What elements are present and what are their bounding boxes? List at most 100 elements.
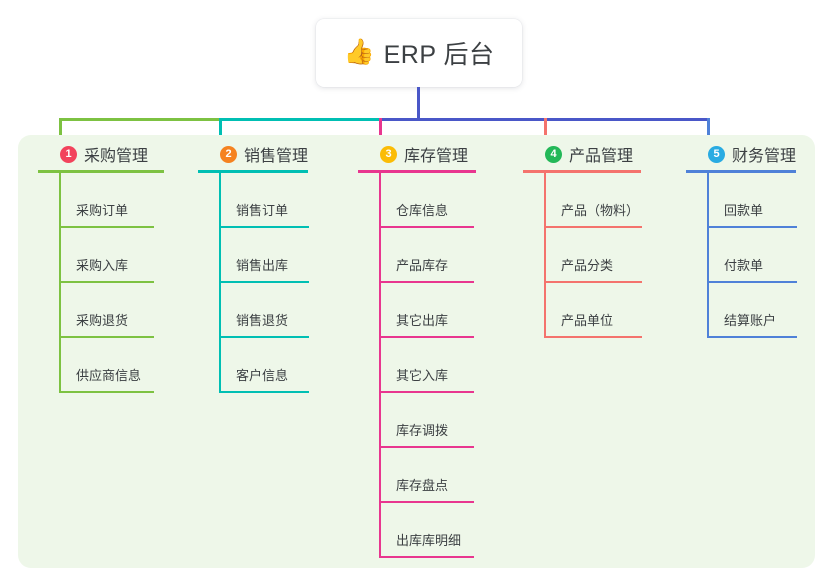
submodule-rule	[379, 336, 474, 338]
submodule-rule	[379, 281, 474, 283]
submodule-label: 库存盘点	[396, 478, 449, 493]
submodule-label: 销售订单	[236, 203, 289, 218]
submodule-item[interactable]: 客户信息	[198, 338, 350, 393]
submodule-spine	[219, 173, 221, 393]
module-header-rule	[523, 170, 641, 173]
root-node-title: ERP 后台	[383, 41, 495, 69]
submodule-rule	[379, 501, 474, 503]
submodule-rule	[544, 336, 642, 338]
submodule-item[interactable]: 仓库信息	[358, 173, 510, 228]
root-node-card[interactable]: 👍 ERP 后台	[316, 19, 522, 87]
submodule-label: 产品库存	[396, 258, 449, 273]
submodule-item[interactable]: 出库库明细	[358, 503, 510, 558]
module-number-badge: 3	[380, 145, 397, 163]
submodule-label: 结算账户	[724, 313, 777, 328]
submodule-item[interactable]: 回款单	[686, 173, 833, 228]
module-title: 产品管理	[569, 148, 634, 165]
submodule-label: 销售退货	[236, 313, 289, 328]
submodule-list: 回款单付款单结算账户	[686, 173, 833, 338]
submodule-item[interactable]: 产品分类	[523, 228, 675, 283]
module-title: 采购管理	[84, 148, 149, 165]
module-column: 2 销售管理销售订单销售出库销售退货客户信息	[198, 135, 350, 393]
drop-stub-3	[379, 118, 382, 148]
submodule-rule	[707, 281, 797, 283]
submodule-rule	[219, 281, 309, 283]
module-title: 库存管理	[404, 148, 469, 165]
submodule-label: 客户信息	[236, 368, 289, 383]
submodule-item[interactable]: 结算账户	[686, 283, 833, 338]
thumbs-up-icon: 👍	[343, 37, 375, 66]
submodule-label: 产品（物料）	[561, 203, 640, 218]
submodule-rule	[379, 446, 474, 448]
module-number-badge: 4	[545, 145, 562, 163]
submodule-rule	[707, 336, 797, 338]
submodule-rule	[59, 226, 154, 228]
module-header[interactable]: 2 销售管理	[198, 135, 350, 173]
drop-stub-4	[544, 118, 547, 148]
modules-panel: 1 采购管理采购订单采购入库采购退货供应商信息 2 销售管理销售订单销售出库销售退货客…	[18, 135, 815, 568]
module-header-rule	[38, 170, 164, 173]
module-number-badge: 1	[60, 145, 77, 163]
trunk-vertical	[417, 87, 420, 121]
submodule-label: 采购入库	[76, 258, 129, 273]
submodule-item[interactable]: 产品库存	[358, 228, 510, 283]
module-header[interactable]: 1 采购管理	[38, 135, 190, 173]
submodule-label: 其它出库	[396, 313, 449, 328]
module-number-badge: 2	[220, 145, 237, 163]
submodule-rule	[379, 226, 474, 228]
submodule-label: 产品单位	[561, 313, 614, 328]
submodule-item[interactable]: 采购退货	[38, 283, 190, 338]
submodule-rule	[544, 281, 642, 283]
submodule-item[interactable]: 产品（物料）	[523, 173, 675, 228]
submodule-item[interactable]: 采购入库	[38, 228, 190, 283]
submodule-item[interactable]: 供应商信息	[38, 338, 190, 393]
submodule-rule	[379, 391, 474, 393]
drop-stub-5	[707, 118, 710, 148]
submodule-rule	[219, 226, 309, 228]
submodule-label: 库存调拨	[396, 423, 449, 438]
submodule-rule	[59, 391, 154, 393]
submodule-label: 供应商信息	[76, 368, 142, 383]
module-header-rule	[358, 170, 476, 173]
submodule-list: 产品（物料） 产品分类产品单位	[523, 173, 675, 338]
submodule-label: 销售出库	[236, 258, 289, 273]
submodule-rule	[59, 336, 154, 338]
submodule-label: 付款单	[724, 258, 764, 273]
module-header-rule	[686, 170, 796, 173]
submodule-rule	[379, 556, 474, 558]
submodule-rule	[544, 226, 642, 228]
submodule-list: 采购订单采购入库采购退货供应商信息	[38, 173, 190, 393]
submodule-label: 产品分类	[561, 258, 614, 273]
submodule-label: 采购退货	[76, 313, 129, 328]
submodule-item[interactable]: 销售出库	[198, 228, 350, 283]
submodule-item[interactable]: 付款单	[686, 228, 833, 283]
submodule-item[interactable]: 产品单位	[523, 283, 675, 338]
module-header[interactable]: 3 库存管理	[358, 135, 510, 173]
submodule-list: 销售订单销售出库销售退货客户信息	[198, 173, 350, 393]
submodule-label: 仓库信息	[396, 203, 449, 218]
submodule-item[interactable]: 销售退货	[198, 283, 350, 338]
submodule-spine	[544, 173, 546, 338]
bus-segment-1	[59, 118, 222, 121]
drop-stub-2	[219, 118, 222, 148]
submodule-spine	[707, 173, 709, 338]
module-header[interactable]: 4 产品管理	[523, 135, 675, 173]
submodule-spine	[59, 173, 61, 393]
submodule-item[interactable]: 库存盘点	[358, 448, 510, 503]
submodule-label: 其它入库	[396, 368, 449, 383]
submodule-item[interactable]: 库存调拨	[358, 393, 510, 448]
module-title: 财务管理	[732, 148, 797, 165]
submodule-rule	[707, 226, 797, 228]
module-title: 销售管理	[244, 148, 309, 165]
submodule-item[interactable]: 其它出库	[358, 283, 510, 338]
submodule-item[interactable]: 其它入库	[358, 338, 510, 393]
submodule-item[interactable]: 销售订单	[198, 173, 350, 228]
drop-stub-1	[59, 118, 62, 148]
submodule-rule	[219, 336, 309, 338]
bus-segment-2	[219, 118, 382, 121]
submodule-item[interactable]: 采购订单	[38, 173, 190, 228]
module-column: 4 产品管理产品（物料） 产品分类产品单位	[523, 135, 675, 338]
submodule-label: 出库库明细	[396, 533, 462, 548]
